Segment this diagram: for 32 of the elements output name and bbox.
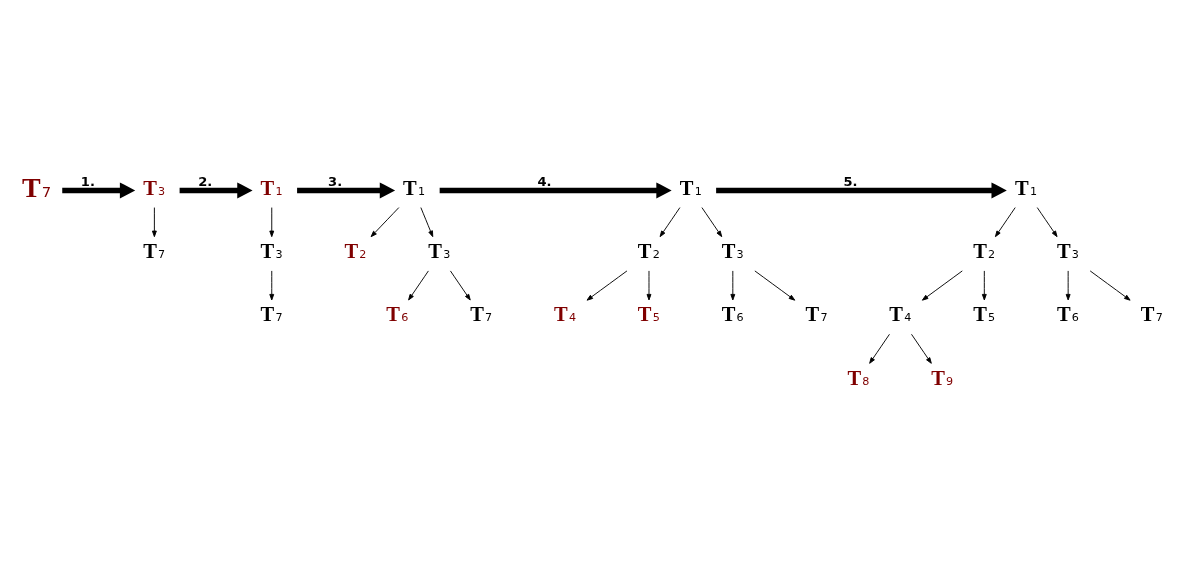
- edge-label: 4.: [537, 173, 552, 189]
- node-text: T7: [143, 239, 166, 262]
- edge-label: 1.: [80, 173, 95, 189]
- node-text: T8: [847, 366, 870, 389]
- node-text: T3: [1056, 239, 1079, 262]
- node-text: T7: [260, 302, 283, 325]
- node-text: T6: [386, 302, 409, 325]
- node-text: T2: [637, 239, 660, 262]
- node-text: T3: [143, 176, 166, 199]
- node-text: T2: [344, 239, 367, 262]
- node-text: T6: [721, 302, 744, 325]
- node-text: T7: [805, 302, 828, 325]
- node-text: T1: [1015, 176, 1038, 199]
- node-text: T4: [889, 302, 912, 325]
- node-text: T7: [1140, 302, 1163, 325]
- node-text: T9: [931, 366, 954, 389]
- node-text: T5: [637, 302, 660, 325]
- node-text: T3: [260, 239, 283, 262]
- node-text: T7: [22, 171, 52, 203]
- edge-label: 2.: [198, 173, 213, 189]
- edge-label: 3.: [328, 173, 343, 189]
- node-text: T7: [470, 302, 493, 325]
- node-text: T6: [1056, 302, 1079, 325]
- edge-label: 5.: [843, 173, 858, 189]
- node-text: T3: [721, 239, 744, 262]
- node-text: T1: [403, 176, 426, 199]
- node-text: T5: [973, 302, 996, 325]
- node-text: T4: [553, 302, 576, 325]
- node-text: T1: [260, 176, 283, 199]
- node-text: T3: [428, 239, 451, 262]
- node-text: T1: [679, 176, 702, 199]
- node-text: T2: [973, 239, 996, 262]
